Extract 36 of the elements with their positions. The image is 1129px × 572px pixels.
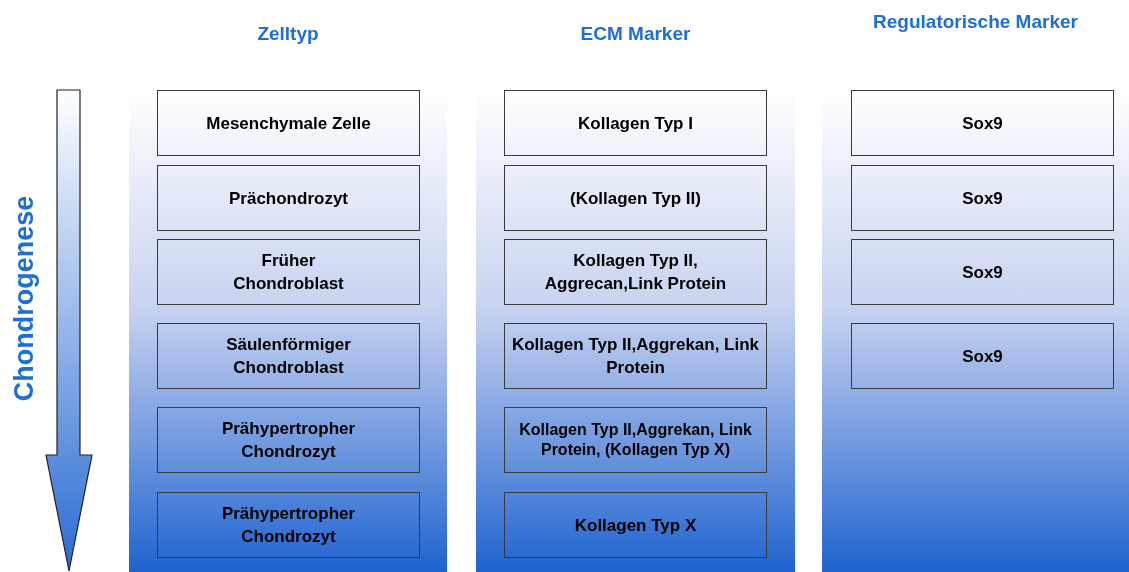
stage-box bbox=[157, 407, 420, 473]
stage-box bbox=[157, 90, 420, 156]
stage-box bbox=[504, 90, 767, 156]
box-text: Mesenchymale Zelle bbox=[206, 112, 371, 135]
box-text: (Kollagen Typ II) bbox=[570, 187, 701, 210]
stage-box bbox=[504, 492, 767, 558]
box-text: Kollagen Typ I bbox=[578, 112, 693, 135]
box-text: Kollagen Typ II,Aggrekan, Link Protein, (Kollagen Typ X) bbox=[518, 420, 753, 460]
stage-box bbox=[851, 90, 1114, 156]
stage-box bbox=[851, 239, 1114, 305]
column-heading: ECM Marker bbox=[580, 22, 691, 46]
stage-box bbox=[157, 492, 420, 558]
stage-box bbox=[504, 165, 767, 231]
stage-box bbox=[504, 323, 767, 389]
box-text: Sox9 bbox=[962, 187, 1003, 210]
stage-box bbox=[157, 239, 420, 305]
box-text: Säulenförmiger Chondroblast bbox=[225, 334, 352, 379]
stage-box bbox=[851, 165, 1114, 231]
box-text: Kollagen Typ X bbox=[574, 514, 697, 537]
column-heading: Regulatorische Marker bbox=[873, 10, 1078, 34]
stage-box bbox=[504, 407, 767, 473]
stage-box bbox=[851, 323, 1114, 389]
box-text: Prähypertropher Chondrozyt bbox=[220, 418, 357, 463]
box-text: Prähypertropher Chondrozyt bbox=[220, 503, 357, 548]
stage-box bbox=[157, 323, 420, 389]
column-heading: Zelltyp bbox=[257, 22, 319, 46]
box-text: Sox9 bbox=[962, 112, 1003, 135]
box-text: Sox9 bbox=[962, 345, 1003, 368]
box-text: Prächondrozyt bbox=[229, 187, 348, 210]
box-text: Kollagen Typ II,Aggrekan, Link Protein bbox=[510, 334, 761, 379]
box-text: Kollagen Typ II, Aggrecan,Link Protein bbox=[543, 250, 728, 295]
process-label: Chondrogenese bbox=[9, 195, 41, 401]
box-text: Früher Chondroblast bbox=[232, 250, 345, 295]
stage-box bbox=[504, 239, 767, 305]
box-text: Sox9 bbox=[962, 261, 1003, 284]
stage-box bbox=[157, 165, 420, 231]
